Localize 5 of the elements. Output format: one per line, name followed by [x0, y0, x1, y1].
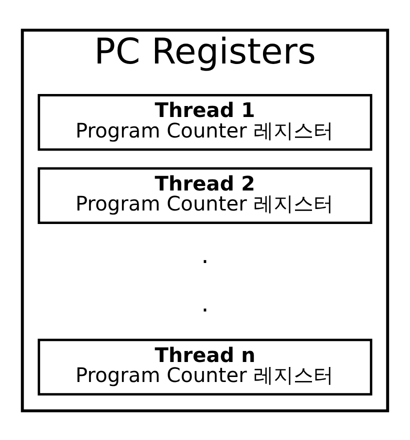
node-box: Thread 1 Program Counter 레지스터 — [38, 94, 372, 150]
label: . — [201, 289, 209, 318]
node-box: Thread n Program Counter 레지스터 — [38, 338, 372, 395]
node-box: Thread 2 Program Counter 레지스터 — [38, 166, 372, 224]
label: . — [201, 240, 209, 269]
